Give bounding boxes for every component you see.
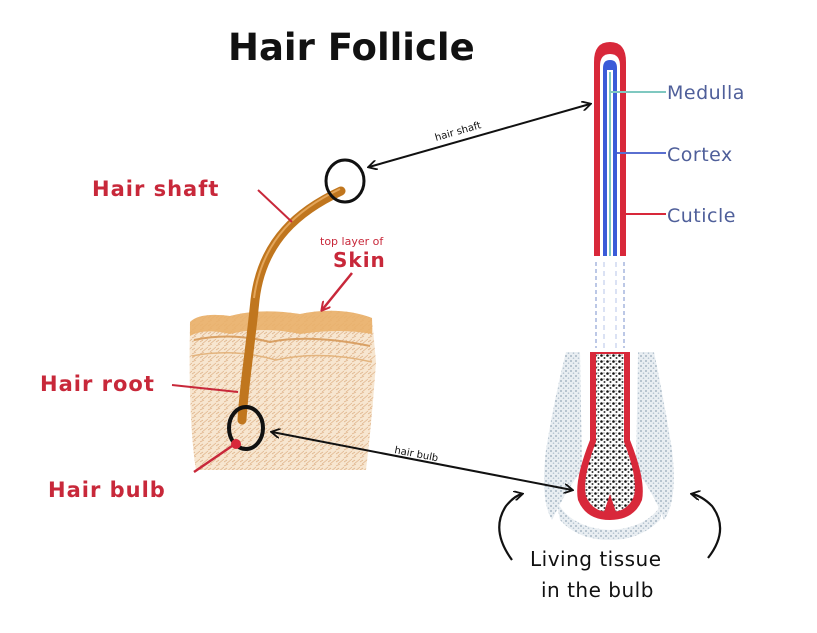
hair-shaft-arrow — [369, 104, 590, 167]
label-cuticle: Cuticle — [667, 205, 736, 227]
curved-arrow-left — [498, 494, 522, 561]
hair-bulb-circle — [227, 405, 265, 451]
hair-shaft-circle — [324, 158, 366, 204]
label-cortex: Cortex — [667, 144, 733, 166]
label-hair-root: Hair root — [40, 372, 155, 396]
hair-bulb-arrow — [272, 432, 572, 490]
diagram-title: Hair Follicle — [228, 26, 475, 69]
label-medulla: Medulla — [667, 82, 745, 104]
label-hair-bulb: Hair bulb — [48, 478, 166, 502]
label-arrow-hair-bulb: hair bulb — [393, 445, 439, 464]
label-skin: Skin — [333, 248, 386, 272]
curved-arrow-right — [692, 494, 722, 559]
label-arrow-hair-shaft: hair shaft — [434, 120, 483, 144]
label-living-tissue-2: in the bulb — [541, 578, 654, 602]
hair-strand — [237, 186, 346, 425]
label-hair-shaft: Hair shaft — [92, 177, 219, 201]
hair-bulb-dot — [231, 439, 241, 449]
label-living-tissue-1: Living tissue — [530, 547, 662, 571]
label-top-layer: top layer of — [320, 235, 384, 248]
hair-shaft-section — [594, 42, 626, 350]
follicle-bulb — [544, 352, 674, 540]
